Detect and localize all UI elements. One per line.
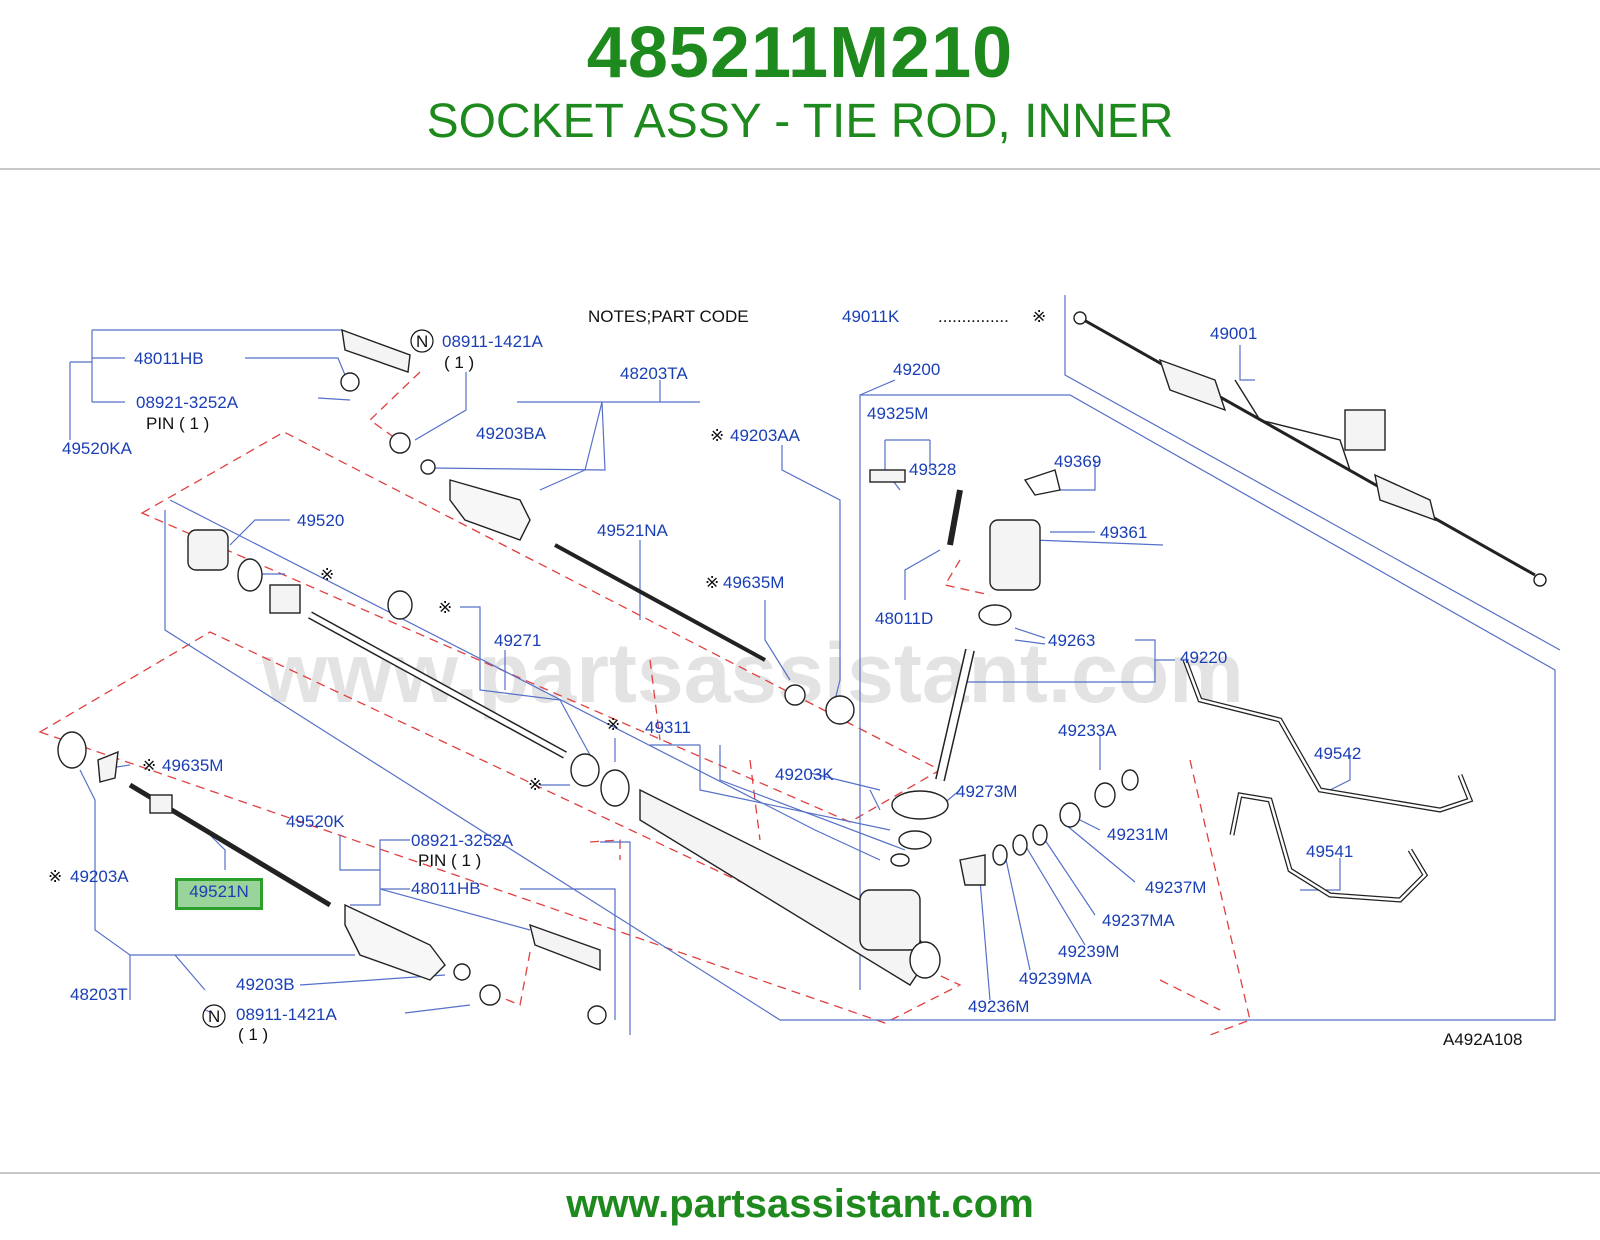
label-49325M: 49325M	[867, 404, 928, 423]
label-49237MA: 49237MA	[1102, 911, 1175, 930]
highlighted-part-label[interactable]: 49521N	[189, 882, 249, 901]
label-08921-3252A-bottom: 08921-3252A	[411, 831, 514, 850]
label-49200: 49200	[893, 360, 940, 379]
header-divider	[0, 168, 1600, 170]
asterisk-49635M-right: ※	[705, 573, 719, 592]
label-49203B: 49203B	[236, 975, 295, 994]
label-49203K: 49203K	[775, 765, 834, 784]
label-49273M: 49273M	[956, 782, 1017, 801]
label-pin-top: PIN ( 1 )	[146, 414, 209, 433]
part-outlines	[57, 311, 1547, 1025]
label-49542: 49542	[1314, 744, 1361, 763]
asterisk-49203A: ※	[48, 867, 62, 886]
label-49361: 49361	[1100, 523, 1147, 542]
highlighted-part-box	[175, 878, 263, 910]
label-49203AA: 49203AA	[730, 426, 801, 445]
label-49635M-right: 49635M	[723, 573, 784, 592]
leader-lines	[69, 295, 1561, 1035]
drawing-code: A492A108	[1443, 1030, 1522, 1049]
n-marker-bottom-letter: N	[208, 1007, 220, 1026]
part-name-subtitle: SOCKET ASSY - TIE ROD, INNER	[426, 95, 1174, 148]
page-header: 485211M210 SOCKET ASSY - TIE ROD, INNER	[0, 0, 1600, 168]
asterisk-49520: ※	[320, 565, 334, 584]
asterisk-49203AA: ※	[710, 426, 724, 445]
asterisk-49635M-left: ※	[142, 756, 156, 775]
label-08921-3252A-top: 08921-3252A	[136, 393, 239, 412]
footer-url[interactable]: www.partsassistant.com	[566, 1182, 1034, 1226]
label-48011HB-bottom: 48011HB	[411, 879, 481, 898]
label-49520K: 49520K	[286, 812, 345, 831]
label-48203TA: 48203TA	[620, 364, 688, 383]
label-49541: 49541	[1306, 842, 1353, 861]
part-labels: NOTES;PART CODE 49011K ............... ※…	[48, 307, 1522, 1049]
label-qty-top: ( 1 )	[444, 353, 474, 372]
asterisk-seal-lower: ※	[528, 775, 542, 794]
label-48011HB-top: 48011HB	[134, 349, 204, 368]
label-49236M: 49236M	[968, 997, 1029, 1016]
label-49369: 49369	[1054, 452, 1101, 471]
label-49311: 49311	[645, 718, 691, 737]
label-49237M: 49237M	[1145, 878, 1206, 897]
label-08911-1421A-top: 08911-1421A	[442, 332, 543, 351]
n-marker-top-letter: N	[416, 332, 428, 351]
label-49203BA: 49203BA	[476, 424, 547, 443]
label-49233A: 49233A	[1058, 721, 1117, 740]
part-number-title: 485211M210	[586, 13, 1014, 93]
n-marker-top	[410, 329, 434, 353]
label-48011D: 48011D	[875, 609, 933, 628]
label-49203A: 49203A	[70, 867, 129, 886]
label-08911-1421A-bottom: 08911-1421A	[236, 1005, 337, 1024]
label-49520: 49520	[297, 511, 344, 530]
label-49220: 49220	[1180, 648, 1227, 667]
label-49001: 49001	[1210, 324, 1257, 343]
footer-divider	[0, 1172, 1600, 1174]
label-pin-bottom: PIN ( 1 )	[418, 851, 481, 870]
label-48203T: 48203T	[70, 985, 128, 1004]
notes-asterisk: ※	[1032, 307, 1046, 326]
asterisk-seal-upper: ※	[606, 715, 620, 734]
n-marker-bottom	[202, 1004, 226, 1028]
notes-dots: ...............	[938, 307, 1009, 326]
label-49239M: 49239M	[1058, 942, 1119, 961]
label-49635M-left: 49635M	[162, 756, 223, 775]
notes-code-label: 49011K	[842, 307, 900, 326]
label-49231M: 49231M	[1107, 825, 1168, 844]
label-49328: 49328	[909, 460, 956, 479]
label-49520KA: 49520KA	[62, 439, 133, 458]
label-qty-bottom: ( 1 )	[238, 1025, 268, 1044]
label-49521NA: 49521NA	[597, 521, 669, 540]
label-49271: 49271	[494, 631, 541, 650]
label-49239MA: 49239MA	[1019, 969, 1092, 988]
label-49263: 49263	[1048, 631, 1095, 650]
notes-label: NOTES;PART CODE	[588, 307, 749, 326]
asterisk-49271-ring: ※	[438, 598, 452, 617]
